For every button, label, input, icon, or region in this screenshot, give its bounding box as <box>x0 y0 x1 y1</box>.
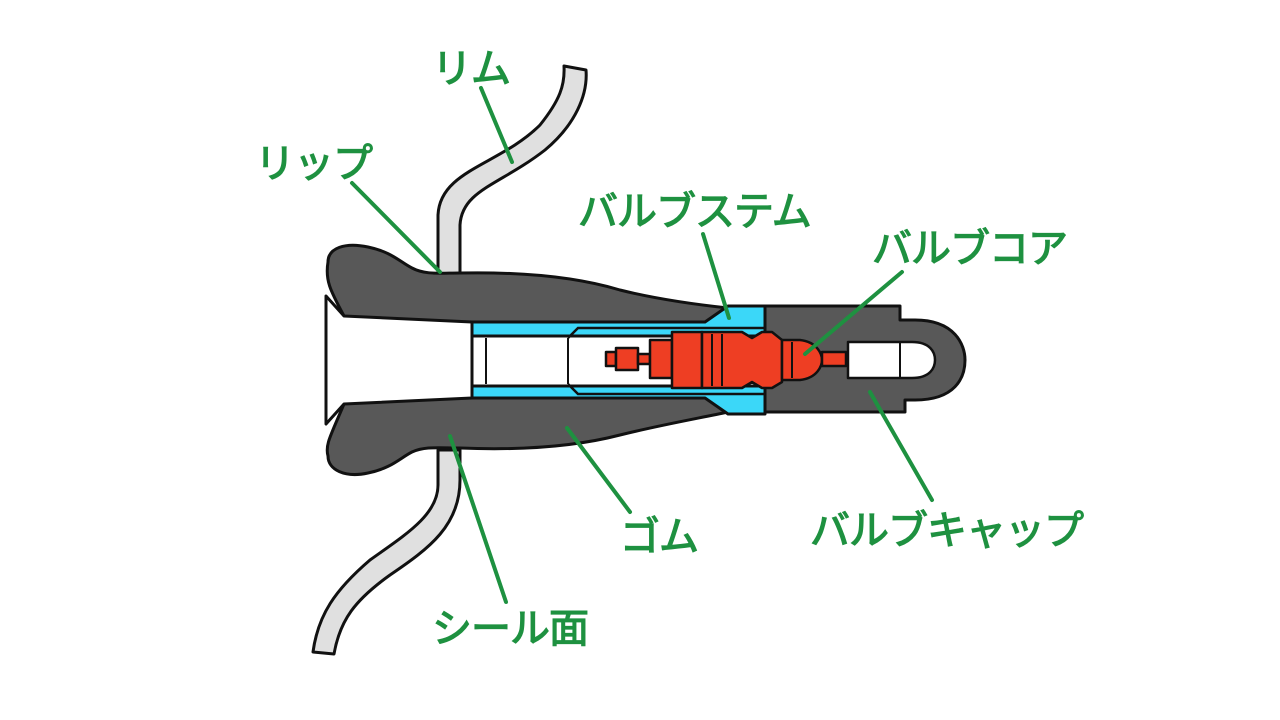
label-rim: リム <box>432 46 510 92</box>
wheel-rim-group <box>311 64 588 656</box>
valve-cap-opening <box>846 340 937 380</box>
rim-upper-section <box>436 64 588 287</box>
lip-leader-line <box>350 181 442 274</box>
core-pin-neck <box>636 352 652 366</box>
label-valve-cap: バルブキャップ <box>810 508 1084 554</box>
seal-surface-leader-line <box>448 434 508 604</box>
core-body <box>670 330 704 390</box>
label-leader-lines <box>350 86 934 604</box>
valve-cap-leader-line <box>868 390 934 502</box>
valve-stem-leader-line <box>701 232 731 320</box>
label-valve-core: バルブコア <box>872 226 1067 272</box>
valve-core-leader-line <box>803 270 904 356</box>
stem-bore-step <box>567 326 848 396</box>
rubber-leader-line <box>565 426 632 514</box>
core-pin-tip <box>604 350 618 368</box>
rim-leader-line <box>479 86 514 164</box>
core-seal <box>648 338 674 380</box>
core-rear-stub <box>820 350 848 368</box>
label-rubber: ゴム <box>620 514 698 560</box>
core-pin <box>614 346 640 372</box>
rim-lower-section <box>311 448 462 656</box>
label-lip: リップ <box>255 141 373 187</box>
core-ridges <box>700 330 784 390</box>
callout-labels: リム リップ バルブステム バルブコア ゴム バルブキャップ シール面 <box>255 46 1085 652</box>
label-valve-stem: バルブステム <box>578 189 811 235</box>
label-seal-surface: シール面 <box>432 606 588 652</box>
